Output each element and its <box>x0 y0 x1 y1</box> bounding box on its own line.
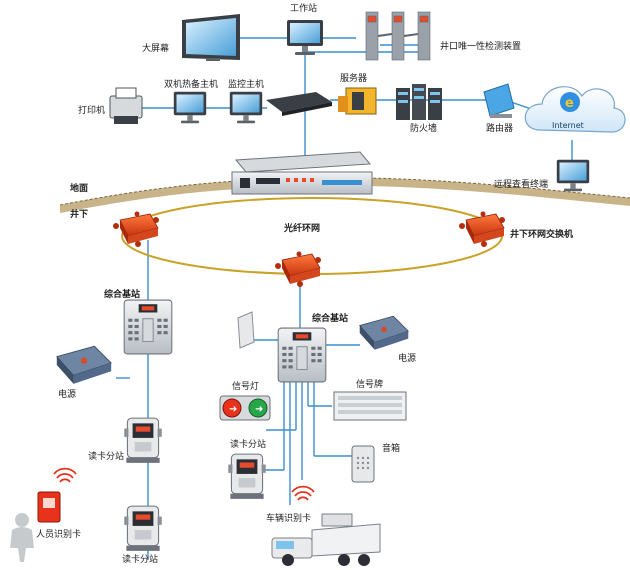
firewall-icon <box>396 84 442 120</box>
speaker-label: 音箱 <box>382 444 401 454</box>
reader-mid-label: 读卡分站 <box>230 440 267 450</box>
truck-icon <box>271 513 381 566</box>
monitor-host-label: 监控主机 <box>228 80 265 90</box>
signal-light-icon: ➜ ➜ <box>219 395 271 421</box>
power-left-label: 电源 <box>58 390 77 400</box>
router-icon <box>483 83 515 118</box>
remote-terminal-monitor-icon <box>556 159 590 192</box>
printer-label: 打印机 <box>78 106 106 116</box>
workstation-monitor-icon <box>287 20 323 55</box>
firewall-label: 防火墙 <box>410 124 438 134</box>
speaker-icon <box>351 445 375 483</box>
control-unit-icon <box>231 151 373 195</box>
signal-board-label: 信号牌 <box>356 380 384 390</box>
printer-icon <box>109 87 143 124</box>
workstation-label: 工作站 <box>290 4 318 14</box>
svg-text:➜: ➜ <box>255 404 263 415</box>
server-label: 服务器 <box>340 74 368 84</box>
dual-host-monitor-icon <box>173 91 207 124</box>
antenna-icon <box>237 311 255 349</box>
ring-switch-mid-icon <box>274 251 322 288</box>
ground-label: 地面 <box>70 184 89 194</box>
ring-switch-label: 井下环网交换机 <box>510 230 574 240</box>
monitor-host-icon <box>229 91 263 124</box>
switch-icon <box>266 92 332 116</box>
remote-terminal-label: 远程查看终端 <box>494 180 549 190</box>
ring-switch-left-icon <box>112 211 160 248</box>
turnstile-icon <box>365 11 431 61</box>
fiber-ring-label: 光纤环网 <box>284 224 321 234</box>
big-screen-label: 大屏幕 <box>142 44 170 54</box>
card-reader-mid-icon <box>228 453 266 500</box>
ground-surface <box>60 177 630 213</box>
signal-board-icon <box>333 391 407 421</box>
router-label: 路由器 <box>486 124 514 134</box>
ring-switch-right-icon <box>458 211 506 248</box>
big-screen-icon <box>182 14 240 61</box>
id-card-icon <box>37 491 61 523</box>
vehicle-card-label: 车辆识别卡 <box>266 514 312 524</box>
power-box-left-icon <box>56 345 112 385</box>
power-box-mid-icon <box>359 315 409 351</box>
underground-label: 井下 <box>70 210 89 220</box>
card-reader-left-2-icon <box>124 505 162 552</box>
svg-text:e: e <box>565 96 574 111</box>
shaft-detector-label: 井口唯一性检测装置 <box>440 42 522 52</box>
person-card-label: 人员识别卡 <box>36 530 82 540</box>
base-station-left-label: 综合基站 <box>104 290 141 300</box>
dual-host-label: 双机热备主机 <box>164 80 219 90</box>
internet-label: Internet <box>552 121 584 130</box>
wifi-icon <box>53 467 315 501</box>
signal-light-label: 信号灯 <box>232 382 260 392</box>
reader-left-1-label: 读卡分站 <box>88 452 125 462</box>
base-station-left-icon <box>123 299 173 355</box>
card-reader-left-1-icon <box>124 417 162 464</box>
server-icon <box>338 87 377 115</box>
power-mid-label: 电源 <box>398 354 417 364</box>
cloud-icon: e <box>524 86 626 133</box>
reader-left-2-label: 读卡分站 <box>122 555 159 565</box>
base-station-mid-label: 综合基站 <box>312 314 349 324</box>
person-icon <box>10 513 34 562</box>
base-station-mid-icon <box>277 327 327 383</box>
svg-text:➜: ➜ <box>229 404 237 415</box>
